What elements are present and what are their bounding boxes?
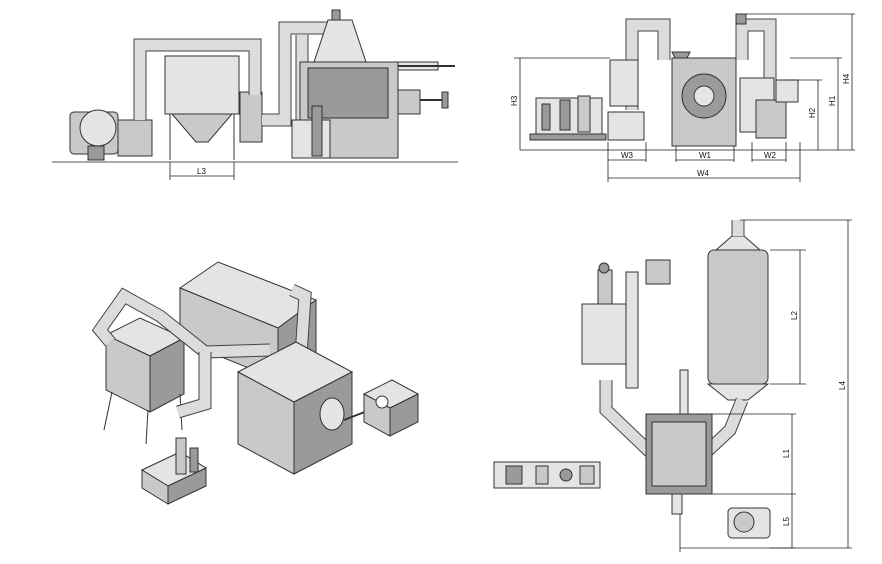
drive-motor-iso bbox=[362, 379, 420, 437]
spray-unit bbox=[291, 105, 331, 159]
dim-label-w3: W3 bbox=[621, 151, 634, 160]
dimension-l2: L2 bbox=[770, 249, 806, 385]
dim-label-l5: L5 bbox=[782, 517, 791, 526]
drive-motor-plan bbox=[727, 507, 771, 539]
dimension-l4: L4 bbox=[679, 219, 852, 552]
spray-unit-iso bbox=[140, 437, 208, 505]
blower-unit bbox=[69, 109, 153, 161]
spray-unit-plan bbox=[493, 461, 601, 489]
dimension-h3: H3 bbox=[510, 57, 610, 150]
front-elevation-view: W3 W1 W2 W4 H3 H4 H1 H2 bbox=[510, 13, 855, 182]
coating-machine-front bbox=[607, 57, 799, 147]
dim-label-l4: L4 bbox=[838, 381, 847, 390]
dim-label-h1: H1 bbox=[828, 95, 837, 106]
side-elevation-view: L3 bbox=[52, 9, 458, 180]
dim-label-l2: L2 bbox=[790, 311, 799, 320]
filter-housing-plan bbox=[706, 220, 770, 401]
dim-label-h4: H4 bbox=[842, 73, 851, 84]
spray-pump-unit bbox=[529, 95, 607, 141]
dim-label-l1: L1 bbox=[782, 449, 791, 458]
dim-label-l3: L3 bbox=[197, 167, 206, 176]
dimension-l3: L3 bbox=[169, 162, 235, 180]
coating-machine-iso bbox=[236, 341, 381, 475]
dimension-widths: W3 W1 W2 W4 bbox=[607, 142, 801, 182]
coating-machine-plan bbox=[645, 413, 713, 515]
dim-label-w1: W1 bbox=[699, 151, 712, 160]
dim-label-w4: W4 bbox=[697, 169, 710, 178]
dust-collector bbox=[164, 55, 263, 160]
dust-collector-iso bbox=[103, 317, 186, 445]
isometric-view bbox=[91, 261, 420, 505]
dim-label-h3: H3 bbox=[510, 95, 519, 106]
dim-label-w2: W2 bbox=[764, 151, 777, 160]
dimension-heights: H4 H1 H2 bbox=[746, 13, 855, 151]
exhaust-unit-plan bbox=[581, 259, 671, 389]
dimension-l1-l5: L1 L5 bbox=[712, 413, 796, 549]
plan-view: L2 L1 L5 L4 bbox=[493, 219, 852, 552]
dim-label-h2: H2 bbox=[808, 107, 817, 118]
